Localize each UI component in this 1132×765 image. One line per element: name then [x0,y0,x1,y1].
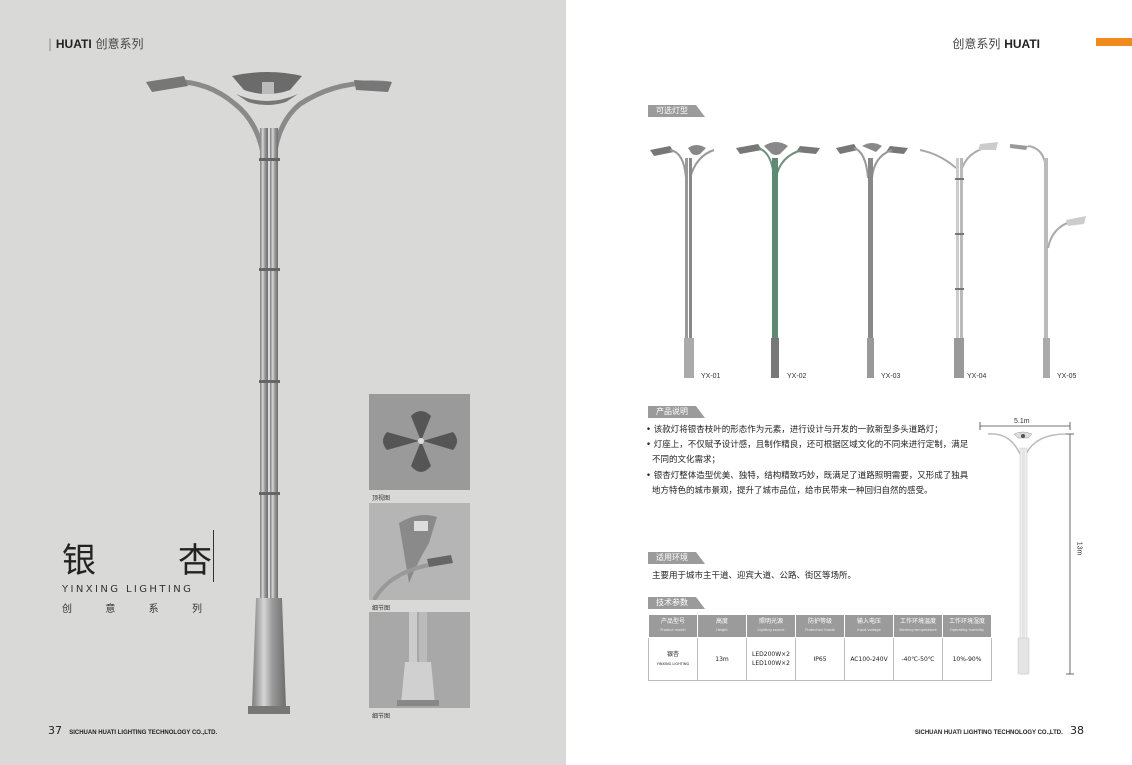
subtitle-char: 列 [191,604,202,615]
left-page: | HUATI 创意系列 银 杏 [0,0,566,765]
company-name: SICHUAN HUATI LIGHTING TECHNOLOGY CO.,LT… [69,730,218,736]
series-name: 创意系列 [95,37,144,51]
lamp-model-label: YX-04 [967,373,987,380]
page-number: 37 [48,724,62,737]
optional-lamps-tag: 可选灯型 [648,105,705,117]
detail-thumbnail-2 [369,612,470,708]
page-number: 38 [1070,724,1084,737]
product-title-block: 银 杏 YINXING LIGHTING 创 意 系 列 [62,533,212,615]
lamp-model-label: YX-03 [881,373,901,380]
title-subtitle: 创 意 系 列 [62,600,202,615]
description-tag: 产品说明 [648,406,705,418]
description-text: • 该款灯将银杏枝叶的形态作为元素，进行设计与开发的一款新型多头道路灯； • 灯… [646,423,996,499]
spec-cell-temperature: -40℃-50℃ [893,637,943,681]
environment-tag: 适用环境 [648,552,705,564]
right-footer: SICHUAN HUATI LIGHTING TECHNOLOGY CO.,LT… [915,724,1084,737]
brand-name: HUATI [55,37,92,51]
accent-bar [1096,38,1132,46]
title-divider [213,530,214,582]
spec-cell-height: 13m [697,637,747,681]
subtitle-char: 意 [105,604,116,615]
thumbnail-caption: 细节图 [372,605,391,612]
spec-cell-humidity: 10%-90% [942,637,992,681]
thumbnail-caption: 顶视图 [372,495,391,502]
subtitle-char: 创 [62,604,72,615]
title-char-1: 银 [62,541,96,581]
brand-name: HUATI [1004,37,1040,51]
environment-text: 主要用于城市主干道、迎宾大道、公路、街区等场所。 [652,571,857,581]
left-header: | HUATI 创意系列 [48,37,144,51]
left-footer: 37 SICHUAN HUATI LIGHTING TECHNOLOGY CO.… [48,724,217,737]
thumbnail-caption: 细节图 [372,713,391,720]
description-line: • 银杏灯整体造型优美、独特，结构精致巧妙，既满足了道路照明需要，又形成了独具 [646,470,969,481]
main-lamp-illustration [146,72,392,714]
description-line: 不同的文化需求； [652,455,721,466]
lamp-model-label: YX-02 [787,373,807,380]
specs-tag: 技术参数 [648,597,705,609]
series-name: 创意系列 [952,37,1001,51]
subtitle-char: 系 [148,604,159,615]
description-line: • 该款灯将银杏枝叶的形态作为元素，进行设计与开发的一款新型多头道路灯； [646,425,943,435]
company-name: SICHUAN HUATI LIGHTING TECHNOLOGY CO.,LT… [914,730,1063,736]
dimension-drawing [979,422,1074,675]
spec-cell-protection: IP65 [795,637,845,681]
title-english: YINXING LIGHTING [62,584,194,595]
lamp-model-label: YX-05 [1057,373,1077,380]
spec-cell-voltage: AC100-240V [844,637,894,681]
height-dimension-label: 13m [1075,541,1083,556]
lamp-model-label: YX-01 [701,373,721,380]
width-dimension-label: 5.1m [1014,418,1030,425]
description-line: • 灯座上，不仅赋予设计感，且制作精良，还可根据区域文化的不同来进行定制，满足 [646,440,969,451]
description-line: 地方特色的城市景观，提升了城市品位，给市民带来一种回归自然的感受。 [652,485,933,496]
right-header: 创意系列 HUATI [952,35,1040,52]
detail-thumbnail-1 [369,503,470,600]
top-view-thumbnail [369,394,470,490]
lamp-variants-illustration [650,142,1086,378]
title-char-2: 杏 [178,541,212,581]
